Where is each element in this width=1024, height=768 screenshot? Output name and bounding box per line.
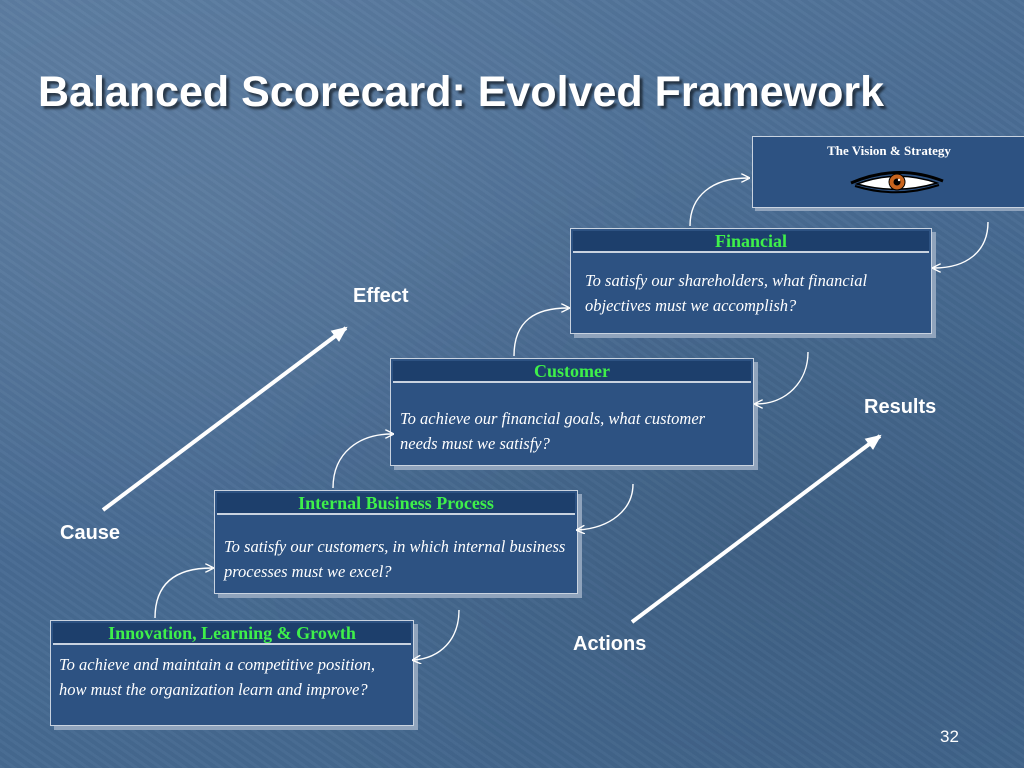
learning-growth-heading: Innovation, Learning & Growth	[53, 623, 411, 645]
eye-icon	[850, 171, 944, 194]
financial-question: To satisfy our shareholders, what financ…	[585, 271, 868, 315]
actions-label: Actions	[573, 633, 647, 655]
learning-growth-question: To achieve and maintain a competitive po…	[59, 655, 376, 699]
page-number: 32	[940, 727, 959, 746]
curve-arrow-process-to-learning	[414, 609, 460, 660]
effect-label: Effect	[353, 285, 409, 307]
internal-process-box: Internal Business Process To satisfy our…	[214, 490, 578, 594]
cause-label: Cause	[60, 522, 121, 544]
curve-arrow-vision-to-financial	[934, 221, 989, 268]
customer-box: Customer To achieve our financial goals,…	[390, 358, 754, 466]
slide-title: Balanced Scorecard: Evolved Framework	[38, 68, 885, 116]
curve-arrow-customer-to-process	[578, 483, 634, 530]
learning-growth-box: Innovation, Learning & Growth To achieve…	[50, 620, 414, 726]
vision-title: The Vision & Strategy	[827, 143, 951, 158]
results-label: Results	[864, 396, 937, 418]
internal-process-question: To satisfy our customers, in which inter…	[224, 537, 566, 581]
curve-arrow-financial-to-customer	[756, 351, 809, 404]
cause-effect-arrow	[101, 326, 348, 512]
vision-strategy-box: The Vision & Strategy	[752, 136, 1024, 208]
curve-arrow-learning-to-process	[154, 568, 212, 619]
curve-arrow-financial-to-vision	[689, 178, 748, 227]
curve-arrow-customer-to-financial	[513, 308, 568, 357]
financial-box: Financial To satisfy our shareholders, w…	[570, 228, 932, 334]
customer-question: To achieve our financial goals, what cus…	[400, 409, 706, 453]
financial-heading: Financial	[573, 231, 929, 253]
customer-heading: Customer	[393, 361, 751, 383]
curve-arrow-process-to-customer	[332, 434, 392, 489]
internal-process-heading: Internal Business Process	[217, 493, 575, 515]
actions-results-arrow	[630, 434, 882, 624]
